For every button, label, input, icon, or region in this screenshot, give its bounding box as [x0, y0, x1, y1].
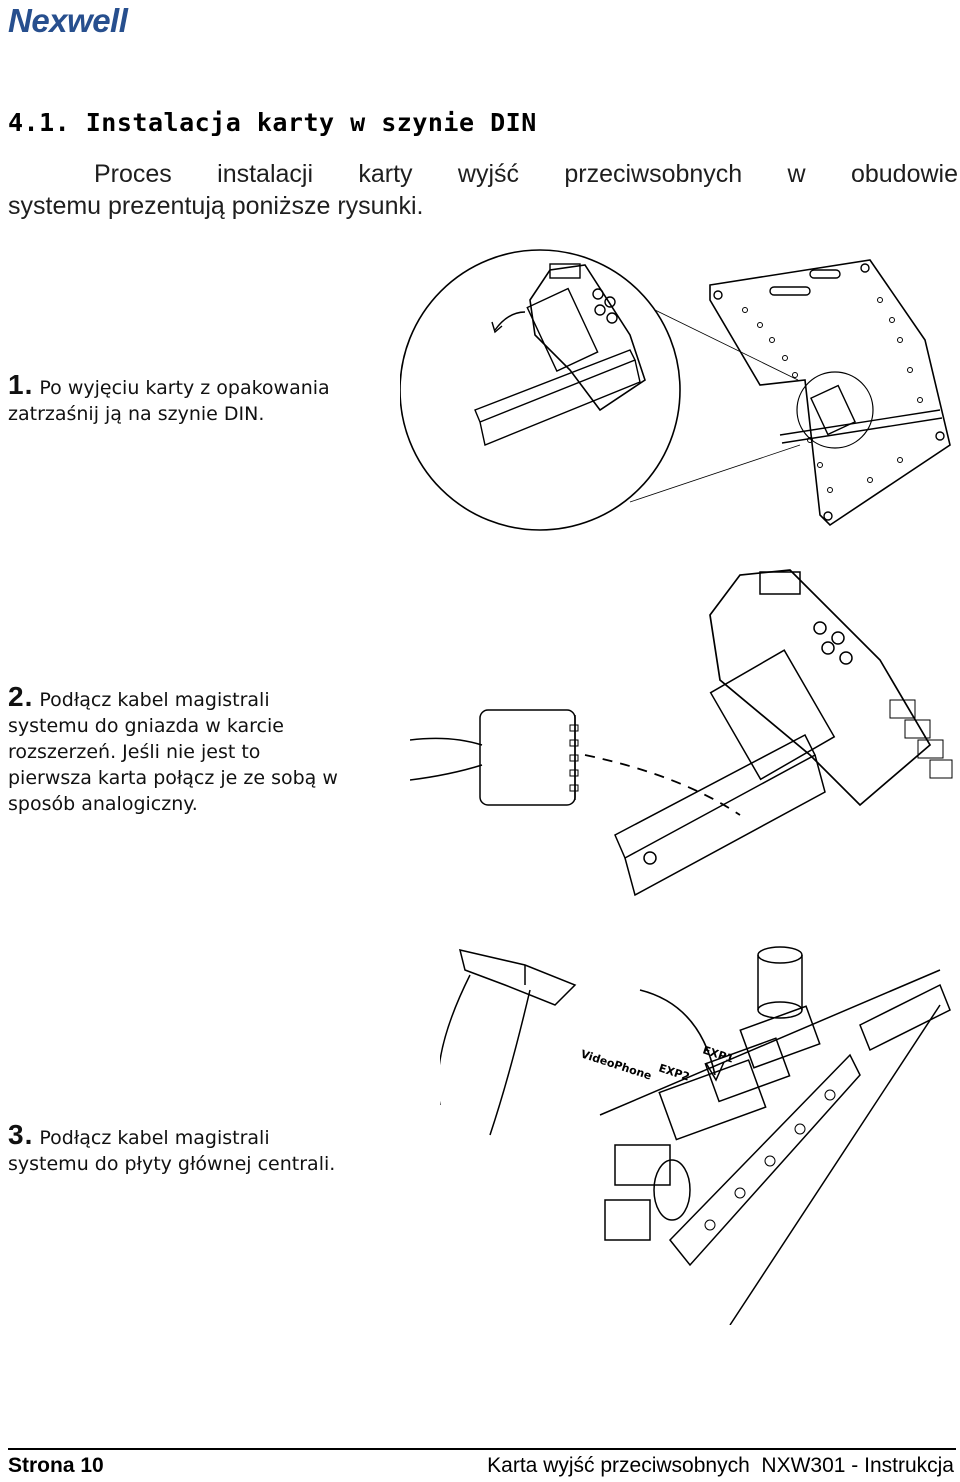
step-3-text: 3. Podłącz kabel magistrali systemu do p…	[8, 1119, 336, 1177]
document-title: Karta wyjść przeciwsobnych NXW301 - Inst…	[487, 1454, 954, 1477]
step-2-number: 2.	[8, 681, 34, 712]
videophone-label: VideoPhone	[579, 1047, 653, 1082]
step-1-number: 1.	[8, 369, 34, 400]
step-2-line-2: systemu do gniazda w karcie	[8, 715, 284, 737]
step-1-line-2: zatrzaśnij ją na szynie DIN.	[8, 403, 265, 425]
intro-line-2: systemu prezentują poniższe rysunki.	[8, 192, 424, 220]
page-number: Strona 10	[8, 1454, 104, 1477]
step-2-line-1: Podłącz kabel magistrali	[39, 689, 270, 711]
figure-3-mainboard: EXP1 EXP2 VideoPhone	[440, 946, 951, 1325]
step-3-number: 3.	[8, 1119, 34, 1150]
step-2-line-5: sposób analogiczny.	[8, 793, 198, 815]
exp1-label: EXP1	[701, 1043, 735, 1065]
exp2-label: EXP2	[657, 1061, 691, 1083]
step-3-line-2: systemu do płyty głównej centrali.	[8, 1153, 336, 1175]
step-3-line-1: Podłącz kabel magistrali	[39, 1127, 270, 1149]
figure-2-cable-to-card	[410, 569, 953, 897]
section-title: 4.1. Instalacja karty w szynie DIN	[8, 108, 537, 137]
footer-divider	[8, 1448, 956, 1450]
intro-line-1: Proces instalacji karty wyjść przeciwsob…	[94, 160, 958, 188]
step-2-line-3: rozszerzeń. Jeśli nie jest to	[8, 741, 261, 763]
step-2-line-4: pierwsza karta połącz je ze sobą w	[8, 767, 338, 789]
intro-paragraph: Proces instalacji karty wyjść przeciwsob…	[8, 158, 958, 222]
nexwell-logo: Nexwell	[8, 2, 128, 39]
figure-1-din-mounting	[400, 249, 951, 531]
step-1-text: 1. Po wyjęciu karty z opakowania zatrzaś…	[8, 369, 330, 427]
step-2-text: 2. Podłącz kabel magistrali systemu do g…	[8, 681, 338, 817]
step-1-line-1: Po wyjęciu karty z opakowania	[39, 377, 330, 399]
